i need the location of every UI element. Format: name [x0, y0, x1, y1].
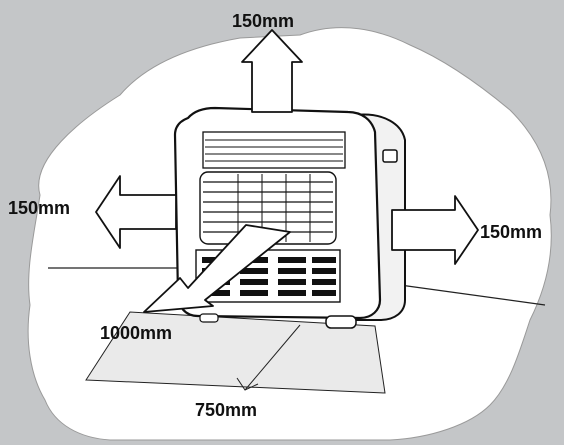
- label-front-clearance: 1000mm: [100, 323, 172, 343]
- arrow-left: [95, 175, 177, 249]
- label-floor-depth: 750mm: [195, 400, 257, 420]
- floor-line: [48, 267, 546, 306]
- label-left-clearance: 150mm: [8, 198, 70, 218]
- label-top-clearance: 150mm: [232, 11, 294, 31]
- floor-protection-plate: [85, 311, 386, 394]
- arrow-up: [241, 29, 303, 113]
- arrow-right: [391, 195, 479, 265]
- label-right-clearance: 150mm: [480, 222, 542, 242]
- depth-dimension-arrow: [236, 324, 301, 391]
- arrow-front: [143, 224, 291, 313]
